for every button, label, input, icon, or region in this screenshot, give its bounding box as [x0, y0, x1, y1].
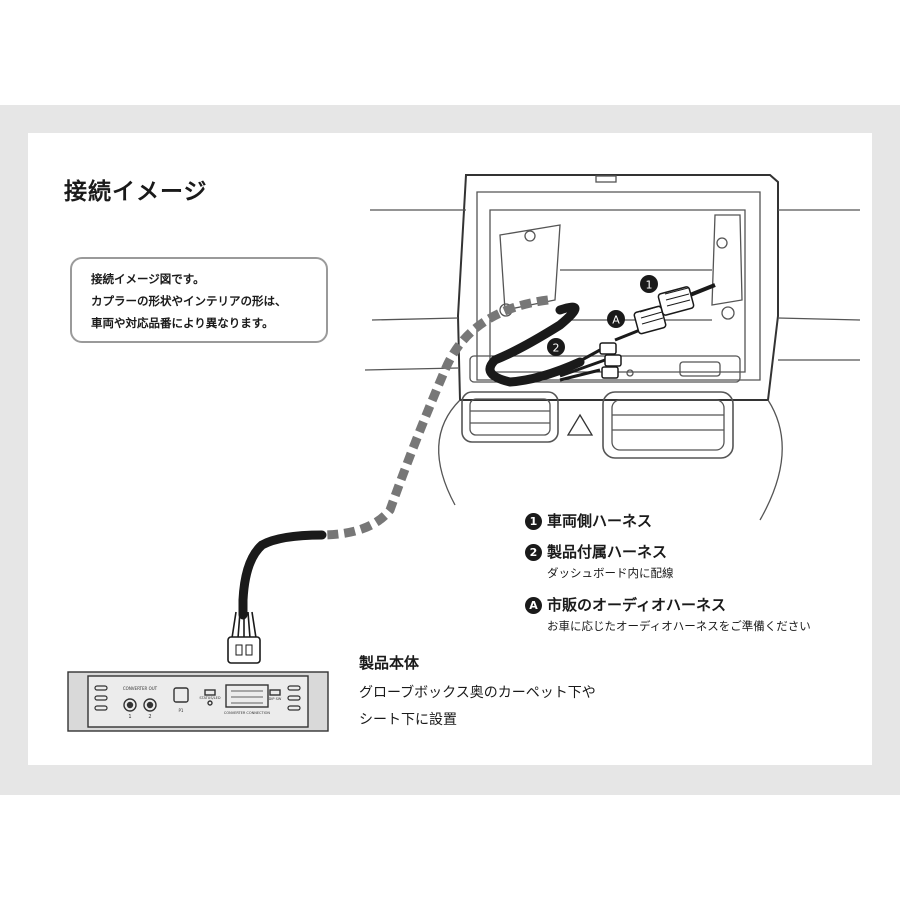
- svg-text:1: 1: [646, 279, 653, 292]
- product-cable-connector: [227, 636, 261, 664]
- note-box: 接続イメージ図です。 カプラーの形状やインテリアの形は、 車両や対応品番により異…: [70, 257, 328, 343]
- legend-label: 市販のオーディオハーネス: [547, 596, 726, 614]
- note-line: 車両や対応品番により異なります。: [91, 316, 274, 330]
- device-mid-label: P1: [179, 708, 184, 713]
- legend-sub-a: お車に応じたオーディオハーネスをご準備ください: [547, 619, 811, 633]
- device-left-label: CONVERTER OUT: [123, 686, 158, 691]
- svg-text:2: 2: [553, 342, 560, 355]
- product-line: グローブボックス奥のカーペット下や: [359, 685, 596, 701]
- harness-2-connectors: [599, 342, 622, 379]
- svg-text:A: A: [612, 314, 620, 327]
- product-cable: [238, 530, 327, 620]
- legend-item-a: A 市販のオーディオハーネス: [525, 594, 726, 615]
- harness-a-connector: [614, 305, 667, 342]
- legend-marker: A: [525, 597, 542, 614]
- product-line: シート下に設置: [359, 712, 457, 728]
- harness-1-connector: [657, 283, 716, 316]
- legend-item-1: 1 車両側ハーネス: [525, 510, 652, 531]
- diagram-marker-1: 1: [640, 275, 658, 293]
- device-connector-label: CONVERTER CONNECTION: [224, 711, 271, 715]
- product-cable-wires: [231, 611, 257, 639]
- device-port-label: 1: [128, 714, 131, 720]
- note-line: カプラーの形状やインテリアの形は、: [91, 294, 287, 308]
- legend-item-2: 2 製品付属ハーネス: [525, 541, 667, 562]
- device-port-label: 2: [148, 714, 151, 720]
- harness-2-wires: [559, 348, 606, 382]
- diagram-marker-a: A: [607, 310, 625, 328]
- product-device: [67, 671, 329, 732]
- device-status-label: STATUS/LED: [199, 696, 220, 700]
- legend-label: 車両側ハーネス: [547, 512, 653, 530]
- legend-sub-2: ダッシュボード内に配線: [547, 566, 674, 580]
- page-title: 接続イメージ: [64, 179, 208, 205]
- note-line: 接続イメージ図です。: [91, 272, 205, 286]
- legend-label: 製品付属ハーネス: [547, 543, 668, 561]
- legend-marker: 1: [525, 513, 542, 530]
- device-right-label: DIP SW: [269, 697, 282, 701]
- legend-marker: 2: [525, 544, 542, 561]
- product-title: 製品本体: [359, 654, 420, 672]
- content-panel: [28, 133, 872, 765]
- routed-cable-dashed: [319, 295, 549, 540]
- diagram-marker-2: 2: [547, 338, 565, 356]
- harness-2-cable: [485, 302, 585, 387]
